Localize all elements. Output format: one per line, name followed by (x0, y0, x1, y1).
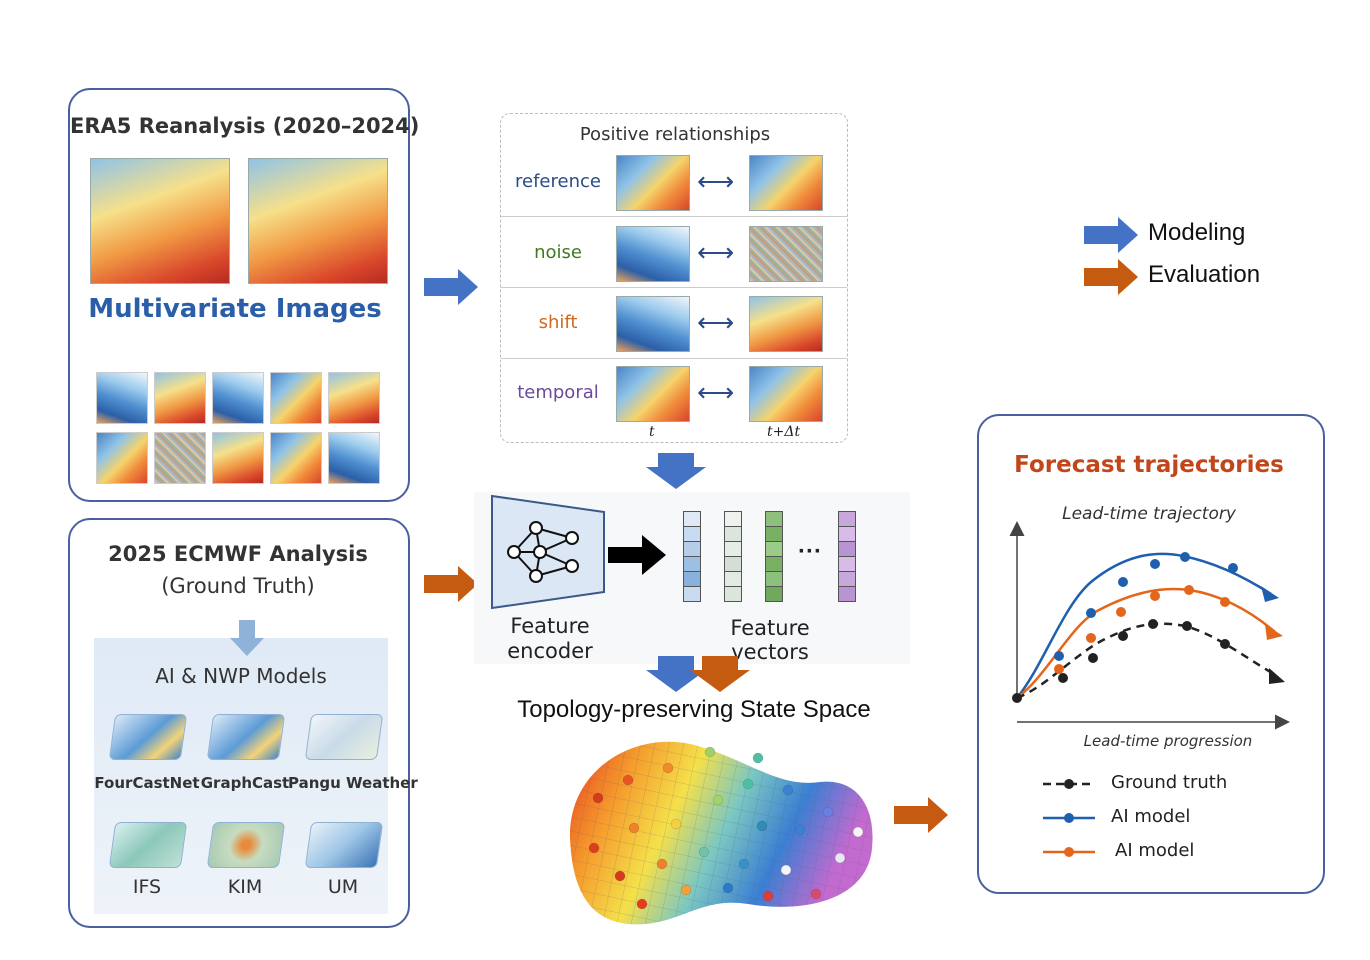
shift-map-a (616, 296, 690, 352)
model-label-ifs: IFS (132, 876, 162, 898)
combined-down-arrows (646, 656, 750, 692)
blue-trajectory (1016, 552, 1272, 699)
era5-thumb (154, 432, 206, 484)
evaluation-arrow-icon (1084, 259, 1138, 295)
row-label-shift: shift (538, 312, 578, 333)
ecmwf-panel: 2025 ECMWF Analysis (Ground Truth) AI & … (68, 518, 418, 928)
temporal-map-t (616, 366, 690, 422)
reference-map-a (616, 155, 690, 211)
forecast-subtitle: Lead-time trajectory (1062, 504, 1236, 524)
shift-map-b (749, 296, 823, 352)
model-label-kim: KIM (227, 876, 263, 898)
feature-vector (683, 511, 701, 602)
fourcastnet-icon (108, 714, 188, 760)
era5-thumb (96, 432, 148, 484)
black-trajectory (1016, 622, 1278, 700)
legend-ground-truth-label: Ground truth (1111, 772, 1228, 793)
model-label-um: UM (327, 876, 359, 898)
forecast-chart (1009, 521, 1290, 730)
model-label-fourcastnet: FourCastNet (94, 774, 200, 792)
legend-modeling-label: Modeling (1148, 219, 1246, 246)
era5-thumb (328, 372, 380, 424)
ecmwf-title: 2025 ECMWF Analysis (108, 542, 368, 566)
double-arrow-icon: ⟷ (697, 377, 735, 407)
models-header: AI & NWP Models (155, 664, 327, 688)
legend: Modeling Evaluation (1080, 215, 1300, 305)
kim-icon (206, 822, 286, 868)
era5-title: ERA5 Reanalysis (2020–2024) (70, 114, 420, 138)
evaluation-arrow-to-forecast (894, 797, 948, 833)
legend-ai-model-orange-icon (1043, 847, 1095, 857)
graphcast-icon (206, 714, 286, 760)
models-box (94, 638, 388, 914)
era5-panel: ERA5 Reanalysis (2020–2024) Multivariate… (68, 88, 420, 502)
feature-encoder-label-line1: Feature (510, 614, 590, 638)
tdt-label: t+Δt (767, 424, 801, 440)
orange-trajectory (1016, 587, 1276, 700)
model-label-pangu-weather: Pangu Weather (288, 774, 418, 792)
feature-vector (724, 511, 742, 602)
model-label-graphcast: GraphCast (200, 774, 290, 792)
feature-encoder-label-line2: encoder (507, 639, 593, 663)
ifs-icon (108, 822, 188, 868)
modeling-arrow-down (646, 453, 706, 489)
positive-relationships-panel: Positive relationships reference ⟷ noise… (500, 113, 848, 443)
temporal-map-tdt (749, 366, 823, 422)
era5-thumb (212, 372, 264, 424)
row-divider (501, 216, 847, 217)
forecast-title: Forecast trajectories (1014, 452, 1284, 478)
feature-vectors-ellipsis: ··· (798, 538, 822, 565)
era5-thumb (154, 372, 206, 424)
feature-vectors-label: Feature vectors (730, 616, 810, 664)
t-label: t (649, 424, 655, 440)
double-arrow-icon: ⟷ (697, 166, 735, 196)
row-label-reference: reference (515, 171, 601, 192)
evaluation-arrow-to-encoder (424, 566, 478, 602)
era5-thumb (270, 372, 322, 424)
down-arrow-icon (230, 620, 264, 656)
feature-vector (838, 511, 856, 602)
modeling-arrow-to-positive (424, 269, 478, 305)
double-arrow-icon: ⟷ (697, 307, 735, 337)
era5-thumb (212, 432, 264, 484)
feature-encoder-label: Feature encoder (496, 614, 604, 664)
era5-thumb (270, 432, 322, 484)
era5-map-right (248, 158, 388, 284)
forecast-panel: Forecast trajectories Lead-time trajecto… (977, 414, 1325, 894)
row-divider (501, 287, 847, 288)
double-arrow-icon: ⟷ (697, 237, 735, 267)
legend-ai-model-blue-icon (1043, 813, 1095, 823)
era5-map-left (90, 158, 230, 284)
legend-evaluation-label: Evaluation (1148, 261, 1261, 288)
legend-ai-model-orange-label: AI model (1115, 840, 1195, 861)
forecast-xlabel: Lead-time progression (1083, 732, 1253, 750)
feature-vector (765, 511, 783, 602)
era5-thumb (96, 372, 148, 424)
row-label-temporal: temporal (517, 382, 599, 403)
noise-map-b (749, 226, 823, 282)
state-space-title: Topology-preserving State Space (517, 696, 871, 723)
feature-encoder-icon (491, 494, 605, 610)
reference-map-b (749, 155, 823, 211)
positive-title: Positive relationships (579, 124, 771, 145)
pangu-weather-icon (304, 714, 384, 760)
era5-subtitle: Multivariate Images (88, 294, 382, 324)
legend-ai-model-blue-label: AI model (1111, 806, 1191, 827)
state-space-manifold (569, 741, 873, 925)
encoder-to-vectors-arrow (608, 535, 666, 575)
ecmwf-subtitle: (Ground Truth) (161, 574, 315, 598)
row-divider (501, 358, 847, 359)
era5-thumb (328, 432, 380, 484)
noise-map-a (616, 226, 690, 282)
modeling-arrow-icon (1084, 217, 1138, 253)
legend-ground-truth-icon (1043, 779, 1095, 789)
row-label-noise: noise (534, 242, 582, 263)
um-icon (304, 822, 384, 868)
